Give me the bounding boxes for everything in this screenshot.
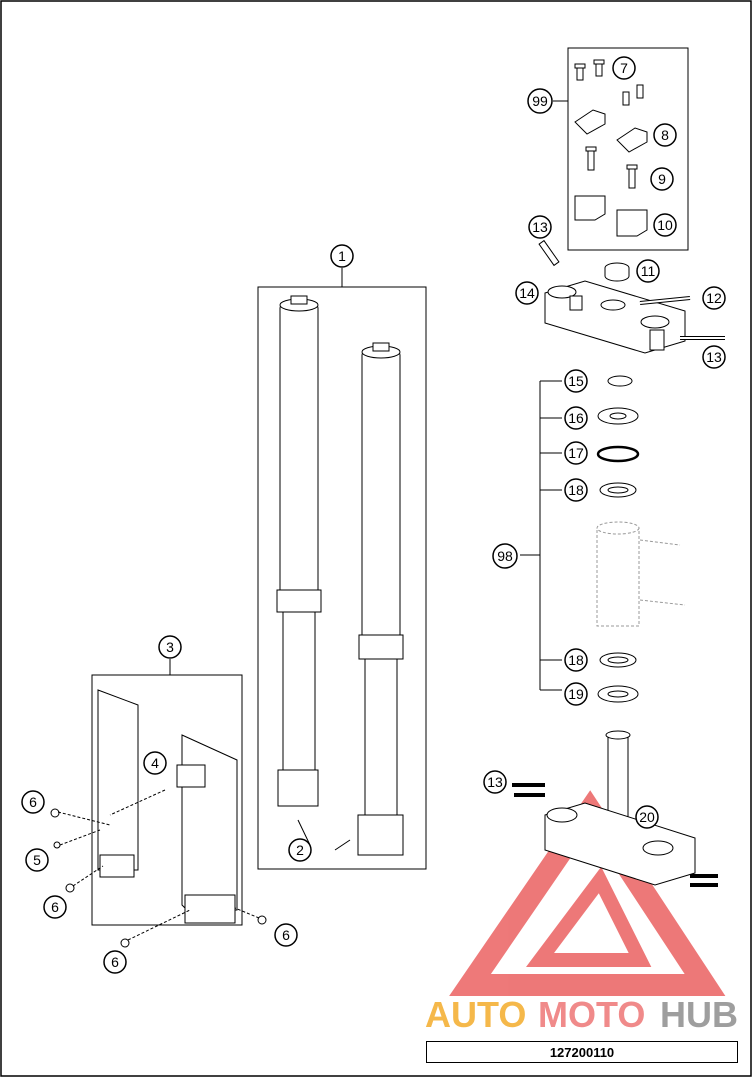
watermark-logo [449,790,726,996]
callout-label-2: 2 [296,842,304,858]
callout-label-6c: 6 [111,954,119,970]
callout-13a [528,215,552,239]
callout-label-18b: 18 [568,652,584,668]
callout-1 [330,244,354,268]
fork-guard-left [97,689,139,878]
callout-6d [274,923,298,947]
callout-7 [612,56,636,80]
callout-13c [483,770,507,794]
callout-labels: 1 2 3 4 5 6 6 6 6 7 8 9 10 11 12 13 13 1… [29,60,722,970]
callout-label-5: 5 [33,852,41,868]
callout-label-15: 15 [568,373,584,389]
callout-6a [21,790,45,814]
callout-label-16: 16 [568,410,584,426]
callout-8 [653,123,677,147]
clamp-bolts-7 [574,59,605,81]
callout-18b [564,648,588,672]
callout-label-1: 1 [338,248,346,264]
callout-19 [564,682,588,706]
fork-leg-right [357,342,404,856]
callout-20 [635,805,659,829]
fork-guard-right [176,734,238,924]
guard-screws [50,789,267,948]
callout-3 [158,635,182,659]
watermark-hub: HUB [660,994,738,1035]
callouts [21,56,726,974]
top-nut-11 [604,262,630,282]
callout-label-4: 4 [151,755,159,771]
callout-6c [103,950,127,974]
upper-triple-clamp-14 [544,280,686,354]
watermark-auto: AUTO [425,994,526,1035]
lower-clamp-10 [574,195,648,237]
callout-label-99: 99 [532,93,548,109]
callout-label-19: 19 [568,686,584,702]
callout-10 [653,213,677,237]
callout-label-20: 20 [639,809,655,825]
callout-17 [564,441,588,465]
callout-label-6b: 6 [51,899,59,915]
callout-11 [636,259,660,283]
callout-label-98: 98 [497,548,513,564]
callout-18a [564,478,588,502]
callout-label-12: 12 [706,290,722,306]
callout-9 [650,167,674,191]
callout-2 [288,838,312,862]
callout-label-13b: 13 [706,349,722,365]
watermark-text: AUTO MOTO HUB [425,994,738,1035]
callout-13b [702,345,726,369]
callout-98 [492,543,518,569]
callout-5 [25,848,49,872]
callout-label-6a: 6 [29,794,37,810]
group-box-99 [567,47,689,251]
callout-16 [564,406,588,430]
callout-label-10: 10 [657,217,673,233]
callout-6b [43,895,67,919]
clamp-bolts-9 [585,146,638,189]
group-box-3 [91,674,243,926]
callout-label-6d: 6 [282,927,290,943]
callout-14 [515,281,539,305]
bearing-parts [596,375,640,703]
callout-12 [702,286,726,310]
callout-label-9: 9 [658,171,666,187]
fork-leg-left [276,295,322,807]
callout-99 [527,88,553,114]
callout-label-14: 14 [519,285,535,301]
lower-triple-clamp-20 [512,730,718,887]
callout-label-13a: 13 [532,219,548,235]
callout-label-18a: 18 [568,482,584,498]
callout-label-8: 8 [661,127,669,143]
callout-label-13c: 13 [487,774,503,790]
upper-clamp-8 [574,84,648,153]
callout-label-17: 17 [568,445,584,461]
callout-label-7: 7 [620,60,628,76]
callout-label-3: 3 [166,639,174,655]
callout-4 [143,751,167,775]
bolts-12-13 [538,239,725,340]
steering-head-tube [596,521,686,627]
reference-number: 127200110 [426,1041,738,1063]
callout-label-11: 11 [641,263,656,279]
watermark-moto: MOTO [538,994,645,1035]
callout-15 [564,369,588,393]
